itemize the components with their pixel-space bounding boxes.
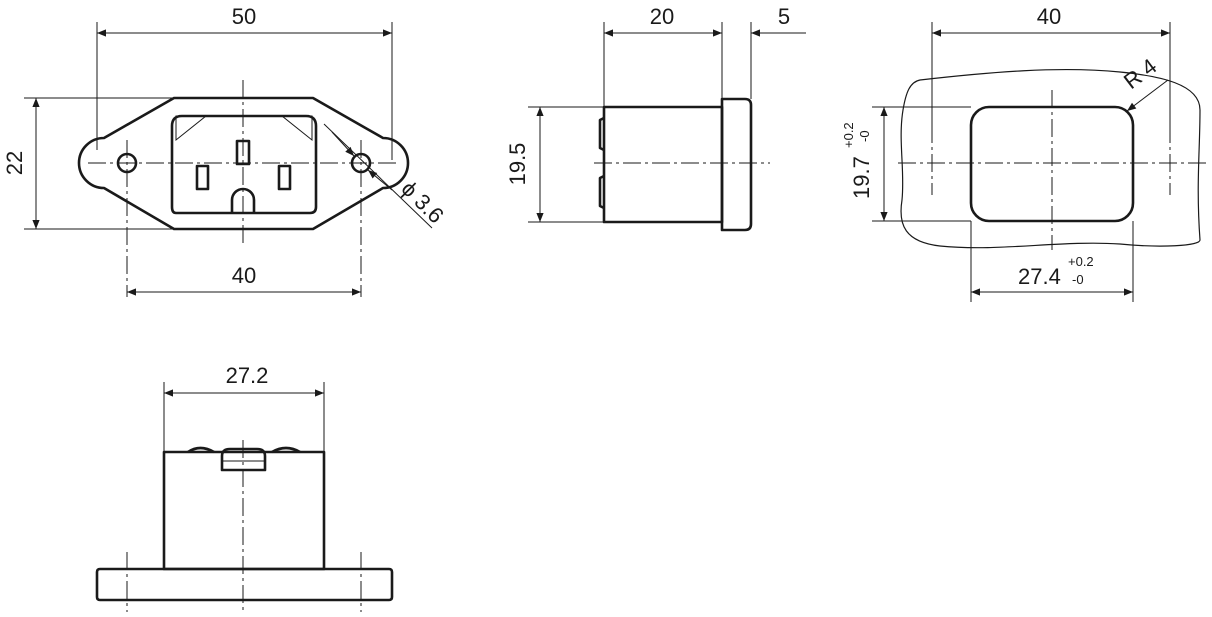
- dim-cutout-hole-spacing: 40: [1037, 4, 1061, 29]
- top-terminal-right: [271, 446, 301, 454]
- dim-radius-leader: [1126, 79, 1169, 112]
- dim-hole-spacing: 40: [232, 263, 256, 288]
- front-view: 50 22 40 ϕ 3.6: [2, 4, 449, 297]
- earth-pin: [235, 139, 251, 166]
- inlet-face-outline: [170, 114, 318, 215]
- panel-cutout: [969, 105, 1135, 223]
- side-view: 20 5 19.5: [505, 4, 806, 232]
- hole-diameter-arrow-out: [367, 169, 393, 191]
- top-earth-tab: [220, 447, 267, 472]
- top-view: 27.2: [95, 363, 394, 612]
- panel-break-outline: [900, 68, 1201, 249]
- side-body: [602, 105, 724, 224]
- hole-diameter-arrow-in: [331, 131, 355, 157]
- keying-notch: [230, 187, 256, 213]
- hole-diameter-leader: [323, 123, 433, 229]
- dim-corner-radius: R 4: [1119, 53, 1161, 94]
- front-flange-outline: [77, 96, 410, 231]
- panel-cutout-view: 40 R 4 19.7 +0.2 -0 27.4 +0.2 -0: [841, 4, 1208, 302]
- dim-body-depth: 20: [650, 4, 674, 29]
- dim-flange-thickness: 5: [778, 4, 790, 29]
- side-terminal-bottom: [598, 174, 605, 210]
- dim-overall-width: 50: [232, 4, 256, 29]
- left-mounting-hole: [116, 152, 138, 174]
- dim-cutout-width-tol-minus: -0: [1072, 272, 1084, 287]
- top-terminal-left: [187, 446, 215, 454]
- top-base-flange: [95, 567, 394, 602]
- dim-body-height: 19.5: [505, 143, 530, 186]
- neutral-pin: [277, 164, 292, 191]
- dim-cutout-width: 27.4: [1018, 264, 1061, 289]
- inlet-left-chamfer: [175, 115, 208, 142]
- side-terminal-top: [598, 116, 605, 152]
- dim-cutout-height-tol-minus: -0: [857, 130, 872, 142]
- dim-top-body-width: 27.2: [226, 363, 269, 388]
- dim-cutout-height: 19.7: [849, 156, 874, 199]
- side-flange: [720, 97, 753, 232]
- right-mounting-hole: [350, 152, 372, 174]
- inlet-right-chamfer: [280, 115, 313, 142]
- dim-height: 22: [2, 151, 27, 175]
- dim-cutout-width-tol-plus: +0.2: [1068, 254, 1094, 269]
- dim-cutout-height-tol-plus: +0.2: [841, 122, 856, 148]
- line-pin: [195, 164, 210, 191]
